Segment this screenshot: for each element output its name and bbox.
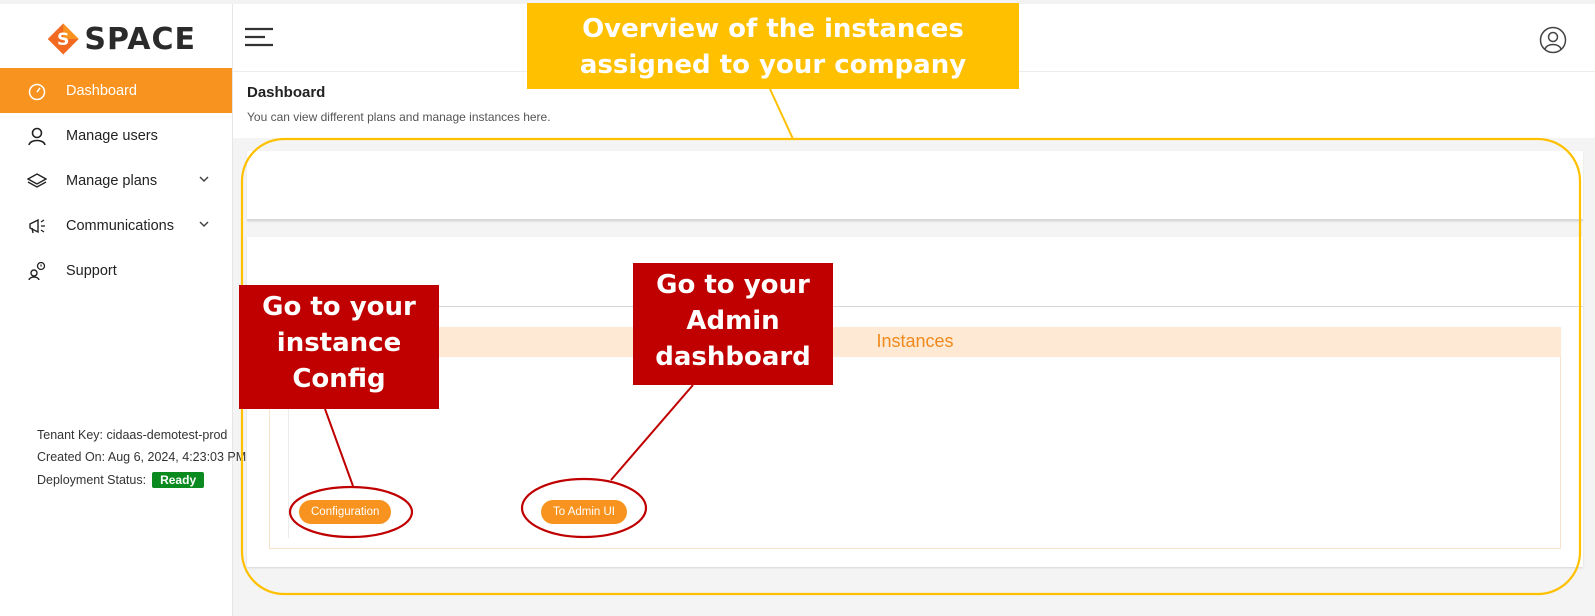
status-badge: Ready xyxy=(152,472,205,488)
chevron-down-icon[interactable] xyxy=(198,218,210,230)
instances-card: Instances xyxy=(247,237,1583,567)
overview-pointer-line xyxy=(769,88,794,140)
layers-icon xyxy=(26,170,48,192)
brand-logo[interactable]: S SPACE xyxy=(46,18,196,60)
top-rule xyxy=(0,0,1595,4)
sidebar-item-label: Communications xyxy=(66,217,174,234)
sidebar-item-label: Dashboard xyxy=(66,82,137,99)
page-header: Dashboard You can view different plans a… xyxy=(247,84,551,124)
speedometer-icon xyxy=(26,80,48,102)
account-icon[interactable] xyxy=(1539,26,1567,54)
chevron-down-icon[interactable] xyxy=(198,173,210,185)
page-title: Dashboard xyxy=(247,84,326,101)
deployment-status: Deployment Status: Ready xyxy=(37,472,205,488)
overview-callout: Overview of the instances assigned to yo… xyxy=(527,3,1019,89)
instances-title: Instances xyxy=(876,331,954,351)
page-subtitle: You can view different plans and manage … xyxy=(247,110,551,124)
sidebar-item-label: Manage users xyxy=(66,127,158,144)
sidebar-item-label: Manage plans xyxy=(66,172,158,189)
created-on: Created On: Aug 6, 2024, 4:23:03 PM xyxy=(37,450,247,464)
menu-icon[interactable] xyxy=(245,26,275,48)
config-callout: Go to your instance Config xyxy=(239,285,439,409)
megaphone-icon xyxy=(26,215,48,237)
brand-name: SPACE xyxy=(84,21,196,57)
configuration-button[interactable]: Configuration xyxy=(299,500,392,524)
to-admin-ui-button[interactable]: To Admin UI xyxy=(541,500,627,524)
sidebar-item-manage-users[interactable]: Manage users xyxy=(0,113,232,158)
sidebar-nav: Dashboard Manage users Manage plans Comm… xyxy=(0,68,232,293)
sidebar-item-communications[interactable]: Communications xyxy=(0,203,232,248)
tenant-key: Tenant Key: cidaas-demotest-prod xyxy=(37,428,228,442)
card-divider xyxy=(247,306,1583,307)
sidebar-item-support[interactable]: Support xyxy=(0,248,232,293)
sidebar-item-dashboard[interactable]: Dashboard xyxy=(0,68,232,113)
sidebar: S SPACE Dashboard Manage users Manage pl… xyxy=(0,4,233,616)
sidebar-item-label: Support xyxy=(66,262,117,279)
space-logo-icon: S xyxy=(47,23,79,55)
sidebar-item-manage-plans[interactable]: Manage plans xyxy=(0,158,232,203)
user-icon xyxy=(26,125,48,147)
admin-callout: Go to your Admin dashboard xyxy=(633,263,833,385)
instances-body xyxy=(269,357,1561,549)
support-icon xyxy=(26,260,48,282)
svg-text:S: S xyxy=(57,30,69,50)
instances-header: Instances xyxy=(269,327,1561,357)
deployment-status-label: Deployment Status: xyxy=(37,473,147,487)
plans-card xyxy=(247,151,1583,221)
